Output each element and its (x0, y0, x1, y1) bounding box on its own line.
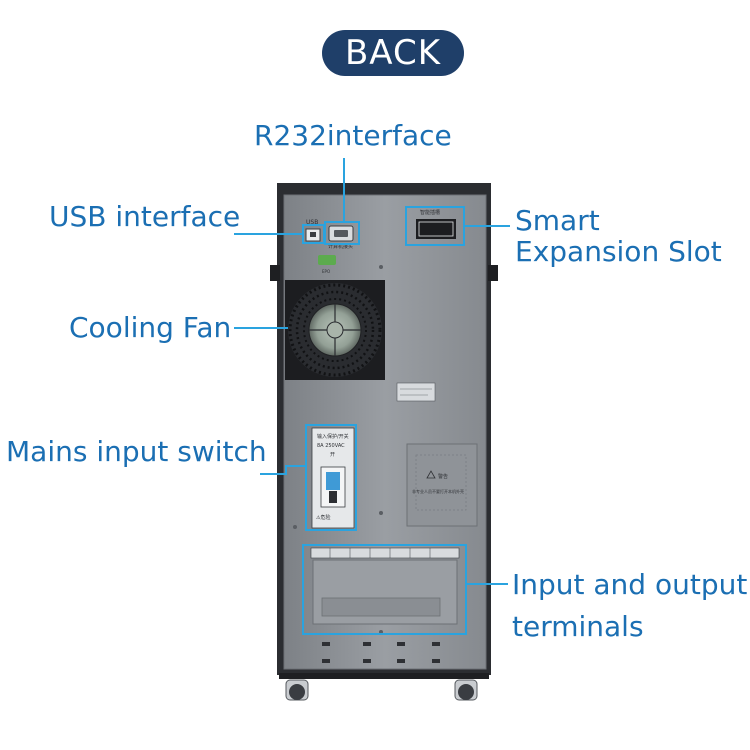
smart-callout-line1: Smart (515, 204, 600, 237)
r232-callout: R232interface (254, 119, 452, 152)
epo-tag: EPO (322, 269, 330, 274)
cooling-fan (285, 280, 385, 380)
breaker-tag-2: 8A 250VAC (317, 443, 345, 449)
mains-leader (260, 465, 306, 475)
io-callout-line2: terminals (512, 610, 644, 643)
warning-title: 警告 (438, 473, 448, 480)
back-button[interactable]: BACK (322, 30, 464, 76)
fan-callout: Cooling Fan (69, 311, 232, 344)
usb-callout: USB interface (49, 200, 241, 233)
slot-tag: 智能插槽 (420, 209, 440, 216)
usb-port (305, 228, 321, 242)
mains-highlight-box (305, 424, 357, 531)
breaker-tag-1: 输入保护/开关 (317, 433, 349, 440)
smart-callout-line2: Expansion Slot (515, 235, 722, 268)
warning-text: 非专业人员不要打开本机外壳 (412, 488, 464, 494)
breaker-tag-3: 开 (330, 452, 335, 458)
r232-highlight-box (324, 221, 360, 245)
caster-wheels (279, 673, 489, 701)
rs232-port (328, 225, 354, 242)
io-highlight-box (302, 544, 467, 635)
epo-terminal (318, 255, 336, 265)
nameplate (396, 382, 436, 402)
bottom-vents (322, 642, 440, 663)
warning-plate (406, 443, 478, 527)
mains-input-breaker (311, 427, 355, 529)
leader-lines (234, 158, 510, 585)
io-callout-line1: Input and output (512, 568, 748, 601)
terminal-cover (310, 547, 460, 625)
rs232-tag: 计算机接头 (328, 243, 353, 250)
usb-tag: USB (306, 219, 318, 226)
breaker-warning: ⚠危险 (316, 514, 330, 521)
mains-callout: Mains input switch (6, 435, 267, 468)
smart-slot-cover (416, 219, 456, 239)
